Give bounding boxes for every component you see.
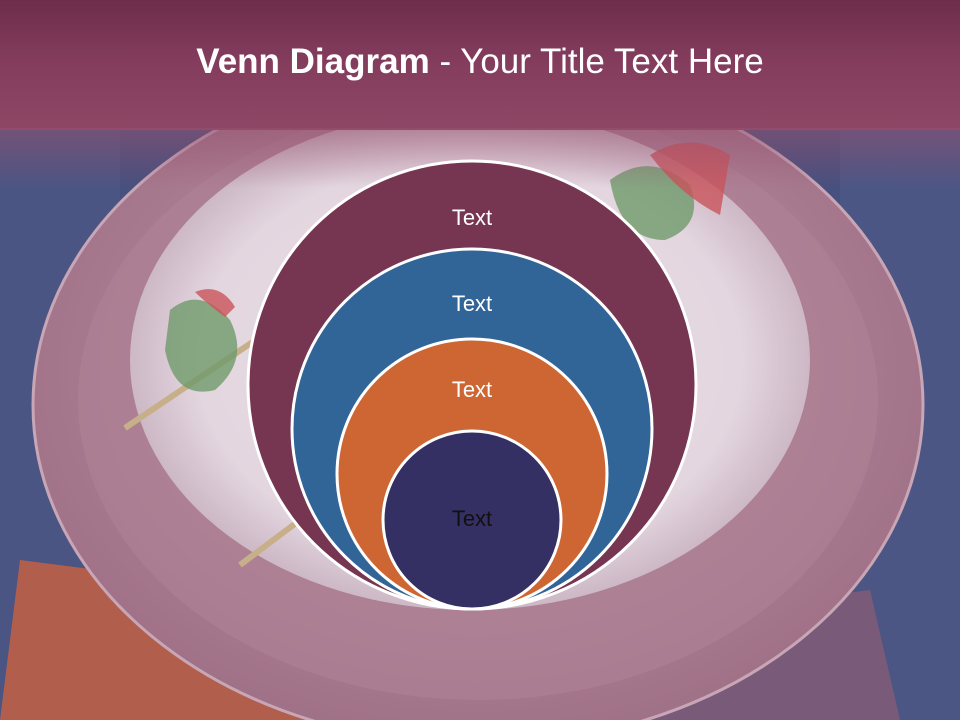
venn-label-4: Text xyxy=(452,506,492,531)
venn-label-2: Text xyxy=(452,291,492,316)
venn-label-1: Text xyxy=(452,205,492,230)
slide-title-bold: Venn Diagram xyxy=(196,42,430,81)
slide-title: Venn Diagram - Your Title Text Here xyxy=(0,36,960,88)
venn-label-3: Text xyxy=(452,377,492,402)
title-bar xyxy=(0,0,960,130)
slide-title-rest: - Your Title Text Here xyxy=(429,42,764,81)
venn-circle-4[interactable]: Text xyxy=(381,429,563,611)
